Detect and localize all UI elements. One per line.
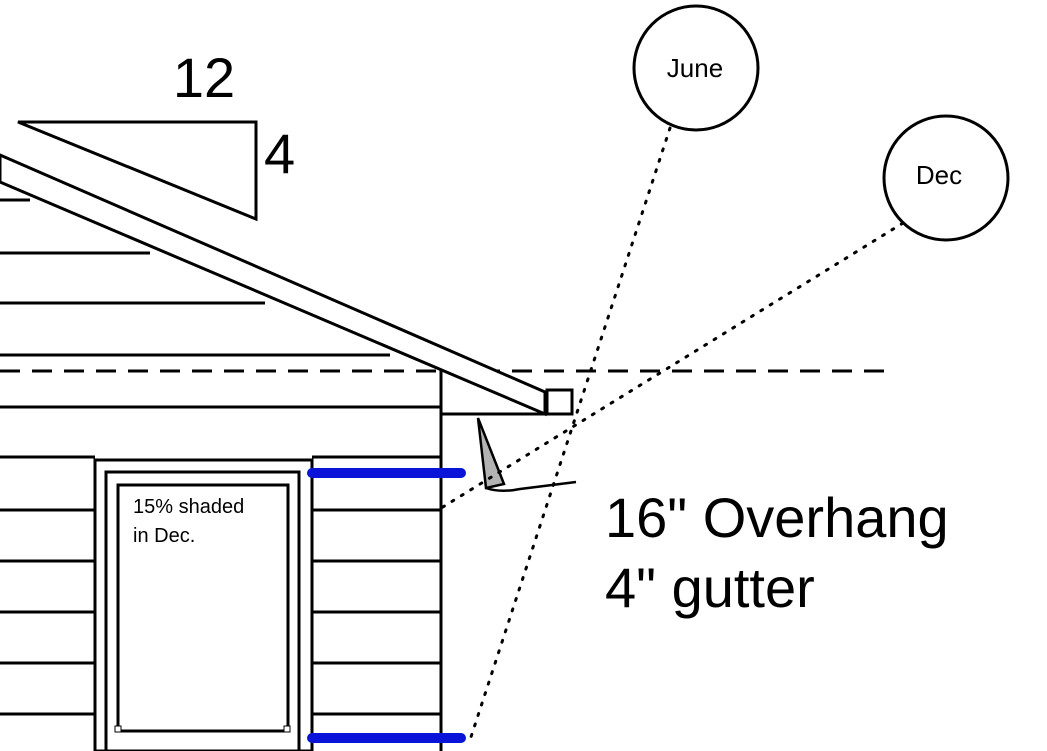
june-sun bbox=[632, 4, 760, 132]
june-sun-label: June bbox=[667, 53, 723, 83]
window-note-line1: 15% shaded bbox=[133, 496, 244, 518]
drip-edge bbox=[476, 417, 506, 490]
window-corner-marker bbox=[114, 725, 122, 733]
drip-tail bbox=[485, 480, 577, 492]
pitch-triangle bbox=[17, 120, 258, 222]
dec-sun-ray bbox=[436, 221, 905, 512]
june-sun-ray bbox=[468, 126, 672, 742]
window-corner-marker bbox=[283, 725, 291, 733]
pitch-run-label: 12 bbox=[173, 46, 235, 109]
gutter bbox=[545, 388, 574, 416]
dec-sun-label: Dec bbox=[916, 160, 962, 190]
dec-sun bbox=[882, 114, 1010, 242]
window bbox=[93, 458, 314, 751]
roof-rafter bbox=[0, 153, 547, 417]
window-outer-frame bbox=[93, 458, 314, 751]
window-sash bbox=[116, 483, 290, 733]
pitch-rise-label: 4 bbox=[264, 122, 295, 185]
overhang-callout-line2: 4" gutter bbox=[605, 556, 815, 619]
window-note-line2: in Dec. bbox=[133, 525, 195, 547]
overhang-callout-line1: 16" Overhang bbox=[605, 486, 949, 549]
siding bbox=[0, 198, 441, 716]
window-inner-frame bbox=[104, 470, 301, 751]
